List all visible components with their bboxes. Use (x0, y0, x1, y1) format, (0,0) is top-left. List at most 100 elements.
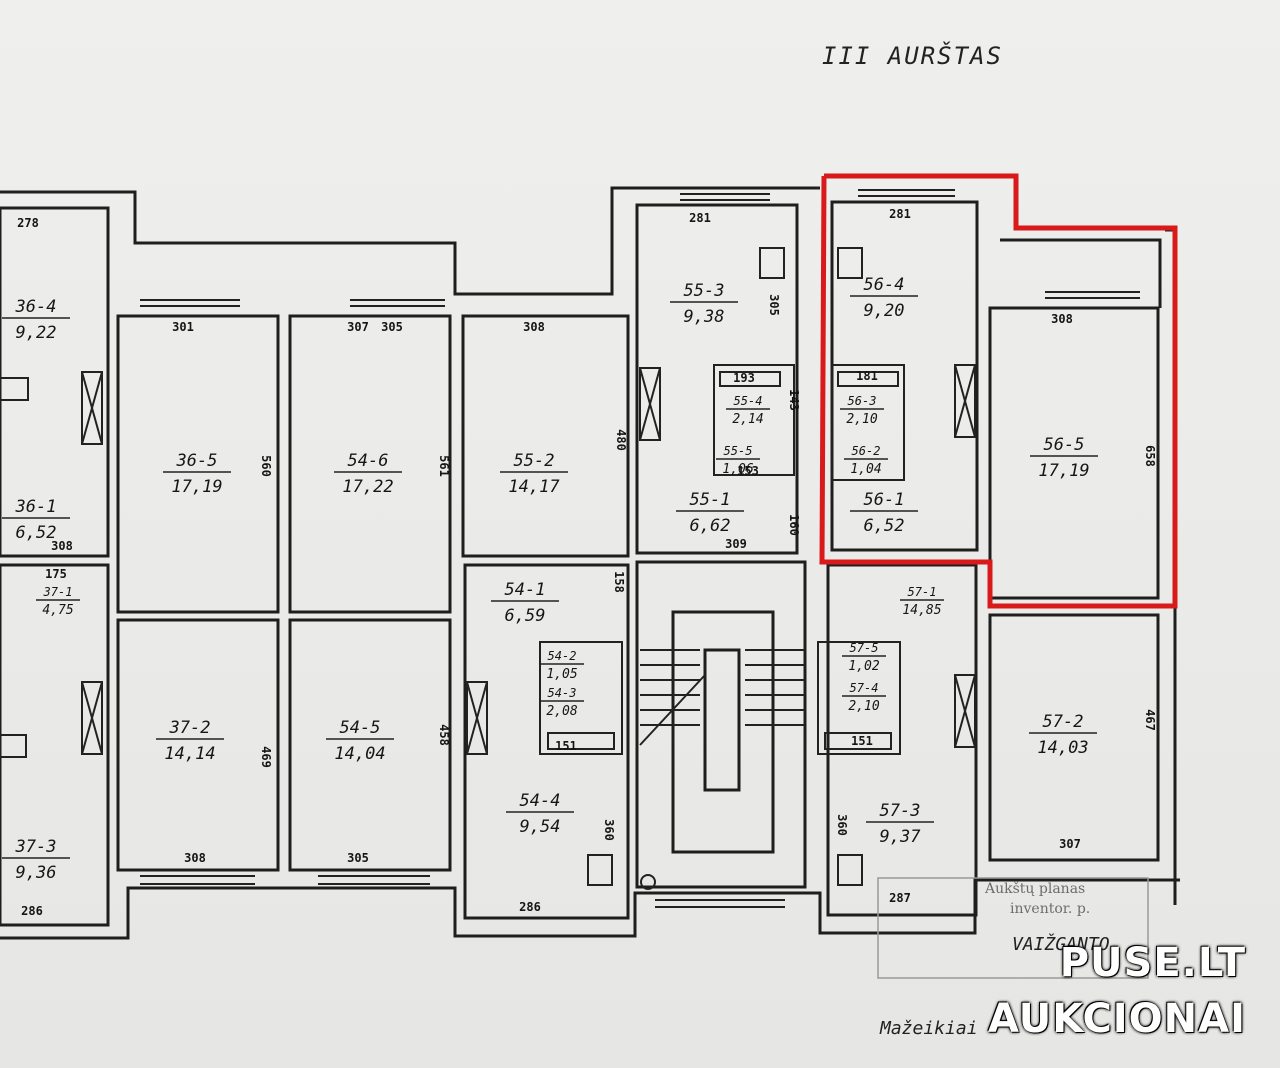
room-code: 56-1 (864, 490, 905, 510)
room-code: 56-3 (848, 394, 877, 408)
dimension-label: 153 (737, 464, 759, 478)
room-label-56-5: 56-517,19 (1030, 435, 1098, 481)
room-area: 14,03 (1037, 738, 1088, 758)
room-label-54-2: 54-21,05 (540, 649, 584, 682)
room-code: 36-5 (176, 451, 218, 471)
room-code: 55-2 (514, 451, 555, 471)
room-area: 2,10 (848, 699, 879, 714)
room-area: 1,04 (850, 462, 881, 477)
room-area: 14,17 (508, 477, 560, 497)
room-code: 36-1 (15, 497, 57, 517)
dimension-label: 301 (172, 320, 194, 334)
room-code: 56-4 (864, 275, 905, 295)
highlighted-apartment-outline (819, 173, 1178, 609)
dimension-label: 360 (835, 814, 849, 836)
dimension-label: 193 (733, 371, 755, 385)
dimension-label: 305 (381, 320, 403, 334)
dimension-label: 308 (523, 320, 545, 334)
room-area: 9,36 (16, 863, 57, 883)
room-label-56-4: 56-4 9,20 (850, 275, 918, 321)
dimension-label: 480 (614, 429, 628, 451)
room-area: 17,22 (342, 477, 393, 497)
room-area: 14,14 (164, 744, 215, 764)
room-label-55-4: 55-4 2,14 (726, 394, 770, 427)
dimension-label: 286 (21, 904, 43, 918)
room-area: 6,52 (16, 523, 57, 543)
watermark-line-1: PUSE.LT (1059, 940, 1246, 986)
room-label-57-1: 57-114,85 (900, 585, 944, 618)
room-area: 9,54 (520, 817, 561, 837)
room-code: 54-3 (548, 686, 577, 700)
room-code: 36-4 (15, 297, 57, 317)
inventory-stamp: Aukštų planas inventor. p. VAIŽGANTO Maž… (877, 877, 1149, 1039)
dimension-label: 305 (767, 294, 781, 316)
room-code: 54-4 (520, 791, 561, 811)
room-area: 9,22 (16, 323, 57, 343)
room-label-36-5: 36-5 17,19 (163, 451, 231, 497)
room-label-54-4: 54-4 9,54 (506, 791, 574, 837)
watermark-line-2: AUKCIONAI (988, 996, 1246, 1042)
dimension-label: 308 (51, 539, 73, 553)
room-label-37-2: 37-2 14,14 (156, 718, 224, 764)
room-label-37-1: 37-14,75 (36, 585, 80, 618)
dimension-label: 458 (437, 724, 451, 746)
room-code: 55-3 (684, 281, 725, 301)
stamp-line-1: Aukštų planas (984, 880, 1085, 897)
room-area: 2,08 (546, 704, 577, 719)
room-area: 14,04 (334, 744, 385, 764)
room-labels: 36-4 9,22 36-5 17,19 54-617,22 55-2 14,17 55-3 9… (2, 275, 1098, 883)
room-code: 37-2 (169, 718, 211, 738)
room-area: 6,59 (505, 606, 546, 626)
room-code: 37-1 (43, 585, 73, 599)
room-area: 1,06 (722, 462, 753, 477)
room-area: 9,20 (864, 301, 905, 321)
room-code: 55-1 (690, 490, 731, 510)
room-label-54-5: 54-5 14,04 (326, 718, 394, 764)
dimension-label: 467 (1143, 709, 1157, 731)
room-code: 57-2 (1043, 712, 1084, 732)
room-label-57-3: 57-39,37 (866, 801, 934, 847)
dimension-label: 281 (689, 211, 711, 225)
room-area: 6,52 (864, 516, 905, 536)
room-code: 57-4 (850, 681, 879, 695)
stamp-line-2: inventor. p. (1010, 901, 1090, 917)
room-label-55-1: 55-1 6,62 (676, 490, 744, 536)
dimension-label: 309 (725, 537, 747, 551)
room-code: 55-5 (724, 444, 753, 458)
room-area: 6,62 (690, 516, 731, 536)
dimension-label: 469 (259, 746, 273, 768)
room-area: 17,19 (1038, 461, 1089, 481)
room-label-36-1: 36-1 6,52 (2, 497, 70, 543)
street-label: VAIŽGANTO (1012, 933, 1110, 955)
dimension-label: 281 (889, 207, 911, 221)
room-area: 1,05 (546, 667, 577, 682)
room-label-54-6: 54-617,22 (334, 451, 402, 497)
dimension-label: 181 (856, 369, 878, 383)
room-area: 2,10 (846, 412, 877, 427)
dimension-label: 360 (602, 819, 616, 841)
room-code: 56-2 (852, 444, 881, 458)
room-code: 55-4 (734, 394, 763, 408)
city-label: Mažeikiai (879, 1018, 978, 1039)
room-label-56-3: 56-3 2,10 (840, 394, 884, 427)
room-code: 54-5 (340, 718, 381, 738)
room-code: 57-5 (850, 641, 879, 655)
fixtures (0, 189, 1140, 908)
dimension-label: 287 (889, 891, 911, 905)
dimension-label: 286 (519, 900, 541, 914)
room-label-36-4: 36-4 9,22 (2, 297, 70, 343)
room-area: 1,02 (848, 659, 879, 674)
dimension-label: 560 (259, 455, 273, 477)
room-area: 17,19 (171, 477, 222, 497)
room-label-56-2: 56-2 1,04 (844, 444, 888, 477)
walls (0, 186, 1180, 940)
dimension-label: 308 (184, 851, 206, 865)
dimension-label: 158 (612, 571, 626, 593)
room-code: 57-3 (880, 801, 921, 821)
room-label-54-1: 54-16,59 (491, 580, 559, 626)
room-label-57-5: 57-5 1,02 (842, 641, 886, 674)
dimension-label: 561 (437, 455, 451, 477)
room-area: 2,14 (732, 412, 763, 427)
